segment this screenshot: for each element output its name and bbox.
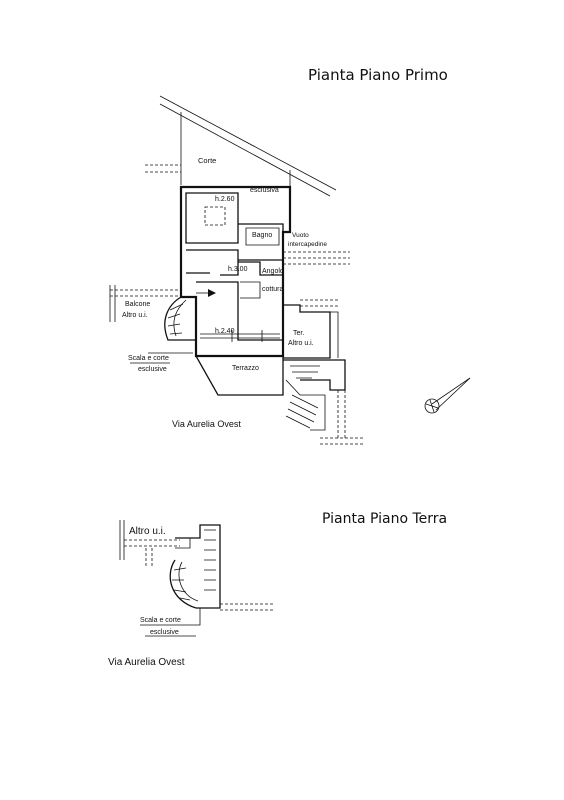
label-bagno: Bagno xyxy=(252,232,272,239)
label-ground-esclusive: esclusive xyxy=(150,629,179,636)
ground-floor-plan: Altro u.i. Scala e corte esclusive Via A… xyxy=(108,520,275,668)
label-h240: h.2.40 xyxy=(215,328,235,335)
label-balcone: Balcone xyxy=(125,301,150,308)
label-ter: Ter. xyxy=(293,330,304,337)
label-terrazzo: Terrazzo xyxy=(232,365,259,372)
label-altro-ui-ter: Altro u.i. xyxy=(288,340,314,347)
label-cottura: cottura xyxy=(262,286,284,293)
label-esclusive: esclusive xyxy=(138,366,167,373)
ground-floor-street: Via Aurelia Ovest xyxy=(108,657,185,668)
label-esclusiva: esclusiva xyxy=(250,187,279,194)
label-corte: Corte xyxy=(198,156,216,165)
first-floor-plan: Corte esclusiva h.2.60 Bagno Vuoto inter… xyxy=(109,95,471,445)
label-h300: h.3.00 xyxy=(228,266,248,273)
label-h260: h.2.60 xyxy=(215,196,235,203)
label-vuoto: Vuoto xyxy=(292,232,309,239)
north-arrow-icon xyxy=(424,377,471,414)
label-scala-corte: Scala e corte xyxy=(128,355,169,362)
label-intercapedine: intercapedine xyxy=(288,241,327,248)
label-ground-altro-ui: Altro u.i. xyxy=(129,526,166,537)
first-floor-title: Pianta Piano Primo xyxy=(308,66,448,84)
label-altro-ui-balcone: Altro u.i. xyxy=(122,312,148,319)
ground-floor-title: Pianta Piano Terra xyxy=(322,511,447,527)
first-floor-street: Via Aurelia Ovest xyxy=(172,419,241,429)
label-ground-scala-corte: Scala e corte xyxy=(140,617,181,624)
label-angolo: Angolo xyxy=(262,268,284,275)
